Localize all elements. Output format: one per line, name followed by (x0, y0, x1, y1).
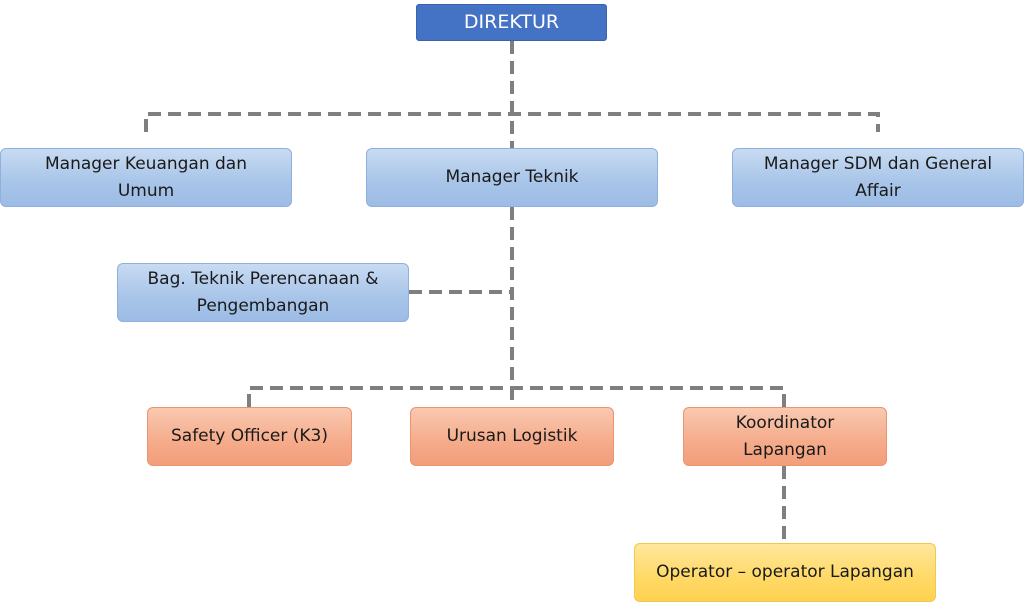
node-safety-officer-label: Safety Officer (K3) (170, 426, 329, 446)
node-koordinator-lapangan: Koordinator Lapangan (683, 407, 887, 466)
connector-managers-bar (144, 112, 880, 132)
node-manager-teknik-label: Manager Teknik (445, 167, 579, 187)
connector-staff-bar (247, 386, 786, 407)
node-manager-sdm-line-2: Affair (855, 180, 901, 201)
node-operator-lapangan-label: Operator – operator Lapangan (656, 562, 914, 582)
node-urusan-logistik: Urusan Logistik (410, 407, 614, 466)
node-direktur-label: DIREKTUR (463, 11, 560, 33)
node-direktur: DIREKTUR (416, 4, 607, 41)
node-koordinator-lapangan-line-1: Koordinator (735, 412, 835, 433)
node-bag-teknik-line-2: Pengembangan (196, 295, 330, 316)
node-manager-keuangan-line-2: Umum (117, 180, 175, 201)
node-safety-officer: Safety Officer (K3) (147, 407, 352, 466)
node-bag-teknik-line-1: Bag. Teknik Perencanaan & (147, 268, 379, 289)
node-manager-teknik: Manager Teknik (366, 148, 658, 207)
node-manager-keuangan-line-1: Manager Keuangan dan (44, 153, 248, 174)
node-manager-keuangan: Manager Keuangan dan Umum (0, 148, 292, 207)
node-manager-sdm-line-1: Manager SDM dan General (763, 153, 993, 174)
node-bag-teknik: Bag. Teknik Perencanaan & Pengembangan (117, 263, 409, 322)
node-operator-lapangan: Operator – operator Lapangan (634, 543, 936, 602)
node-manager-sdm: Manager SDM dan General Affair (732, 148, 1024, 207)
node-koordinator-lapangan-line-2: Lapangan (743, 439, 827, 460)
node-urusan-logistik-label: Urusan Logistik (446, 426, 578, 446)
